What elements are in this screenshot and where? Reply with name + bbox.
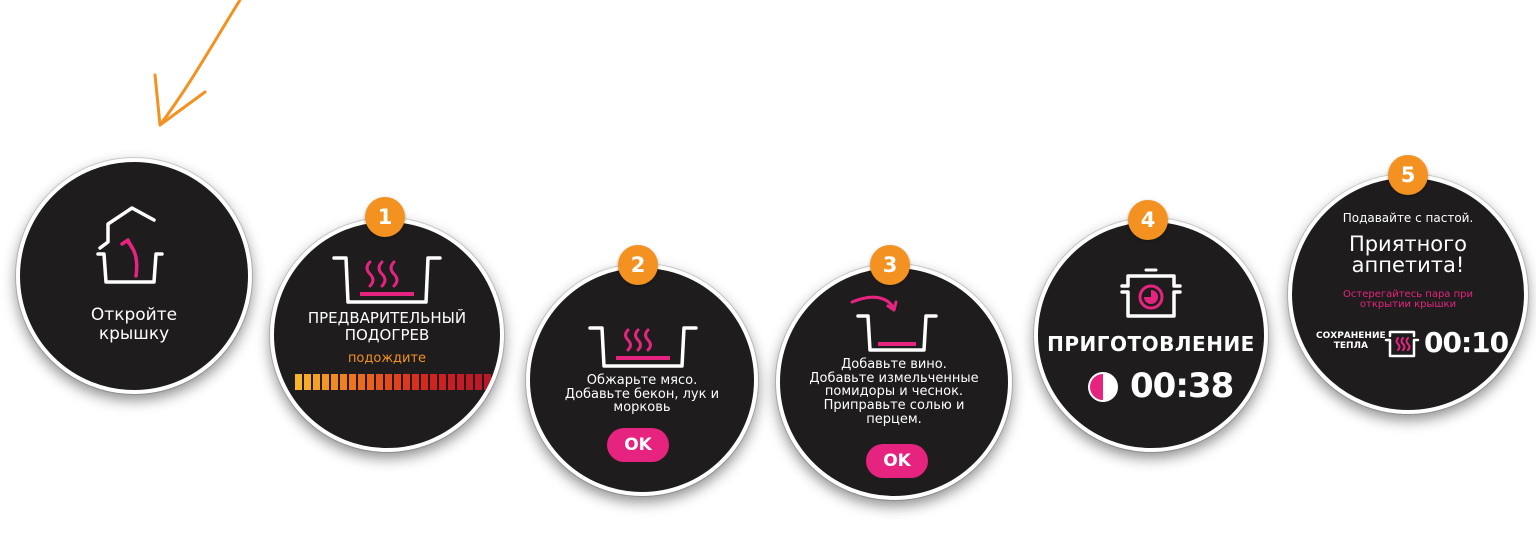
serve-warning-line2: открытии крышки [1359,299,1457,310]
keep-warm-label: СОХРАНЕНИЕ ТЕПЛА [1316,331,1386,352]
keep-warm-line1: СОХРАНЕНИЕ [1316,331,1386,341]
fry-line2: Добавьте бекон, лук и [564,386,720,402]
cooking-title: ПРИГОТОВЛЕНИЕ [1047,332,1255,356]
fry-line3: морковь [613,400,671,416]
add-line2: Добавьте измельченные [809,370,979,386]
fry-text: Обжарьте мясо. Добавьте бекон, лук и мор… [530,374,754,415]
heat-bar-segment [412,374,419,390]
pot-heat-icon [332,256,442,304]
heat-bar-segment [367,374,374,390]
heat-bar-segment [484,374,491,390]
heat-bar-segment [295,374,302,390]
add-line4: Приправьте солью и [823,397,965,413]
step-badge-3: 3 [870,245,910,285]
keep-warm-icon [1384,330,1420,358]
heat-bar-segment [448,374,455,390]
heat-bar-segment [340,374,347,390]
heat-bar-segment [331,374,338,390]
fry-ok-button[interactable]: OK [607,428,669,462]
pot-timer-icon [1120,268,1182,318]
arrow-pointer-icon [153,0,242,127]
heat-bar-segment [385,374,392,390]
serve-warning-line1: Остерегайтесь пара при [1343,289,1473,300]
keep-warm-timer: 00:10 [1424,326,1509,359]
step-badge-5: 5 [1388,155,1428,195]
add-line3: помидоры и чеснок. [824,384,964,400]
heat-bar-segment [430,374,437,390]
cooking-timer: 00:38 [1130,366,1234,406]
heat-bar-segment [349,374,356,390]
open-lid-icon [96,206,164,284]
add-line5: перцем. [866,411,922,427]
serve-title: Приятного аппетита! [1292,234,1524,276]
preheat-title-line2: ПОДОГРЕВ [344,325,430,344]
heat-bar-segment [313,374,320,390]
open-lid-text: Откройте крышку [20,306,248,343]
heat-bar-segment [376,374,383,390]
add-text: Добавьте вино. Добавьте измельченные пом… [780,358,1008,426]
heat-bar-segment [304,374,311,390]
heat-bar-segment [421,374,428,390]
add-line1: Добавьте вино. [841,357,947,372]
screen-add: Добавьте вино. Добавьте измельченные пом… [776,264,1012,500]
heat-bar-segment [439,374,446,390]
heat-bar-segment [394,374,401,390]
preheat-status: подождите [347,351,427,366]
screen-cooking: ПРИГОТОВЛЕНИЕ 00:38 [1034,218,1268,452]
keep-warm-line2: ТЕПЛА [1333,340,1368,351]
screen-open-lid: Откройте крышку [16,158,252,394]
step-badge-2: 2 [618,245,658,285]
screen-fry: Обжарьте мясо. Добавьте бекон, лук и мор… [526,264,758,496]
serve-warning: Остерегайтесь пара при открытии крышки [1292,290,1524,310]
add-ok-button[interactable]: OK [866,444,928,478]
preheat-progress-bar [295,374,491,390]
heat-bar-segment [403,374,410,390]
open-lid-line2: крышку [98,323,170,344]
preheat-title: ПРЕДВАРИТЕЛЬНЫЙ ПОДОГРЕВ [274,310,500,343]
heat-bar-segment [466,374,473,390]
step-badge-1: 1 [365,197,405,237]
pot-add-icon [850,295,938,352]
screen-serve: Подавайте с пастой. Приятного аппетита! … [1288,174,1528,414]
timer-progress-icon [1088,372,1118,402]
open-lid-line1: Откройте [90,305,178,325]
serve-title-line2: аппетита! [1351,253,1465,277]
serve-instruction: Подавайте с пастой. [1342,211,1474,225]
preheat-title-line1: ПРЕДВАРИТЕЛЬНЫЙ [307,309,467,327]
heat-bar-segment [358,374,365,390]
pot-heat-icon [588,326,698,368]
serve-title-line1: Приятного [1348,232,1468,256]
screen-preheat: ПРЕДВАРИТЕЛЬНЫЙ ПОДОГРЕВ подождите [270,218,504,452]
heat-bar-segment [322,374,329,390]
heat-bar-segment [457,374,464,390]
step-badge-4: 4 [1128,200,1168,240]
heat-bar-segment [475,374,482,390]
fry-line1: Обжарьте мясо. [586,373,698,388]
